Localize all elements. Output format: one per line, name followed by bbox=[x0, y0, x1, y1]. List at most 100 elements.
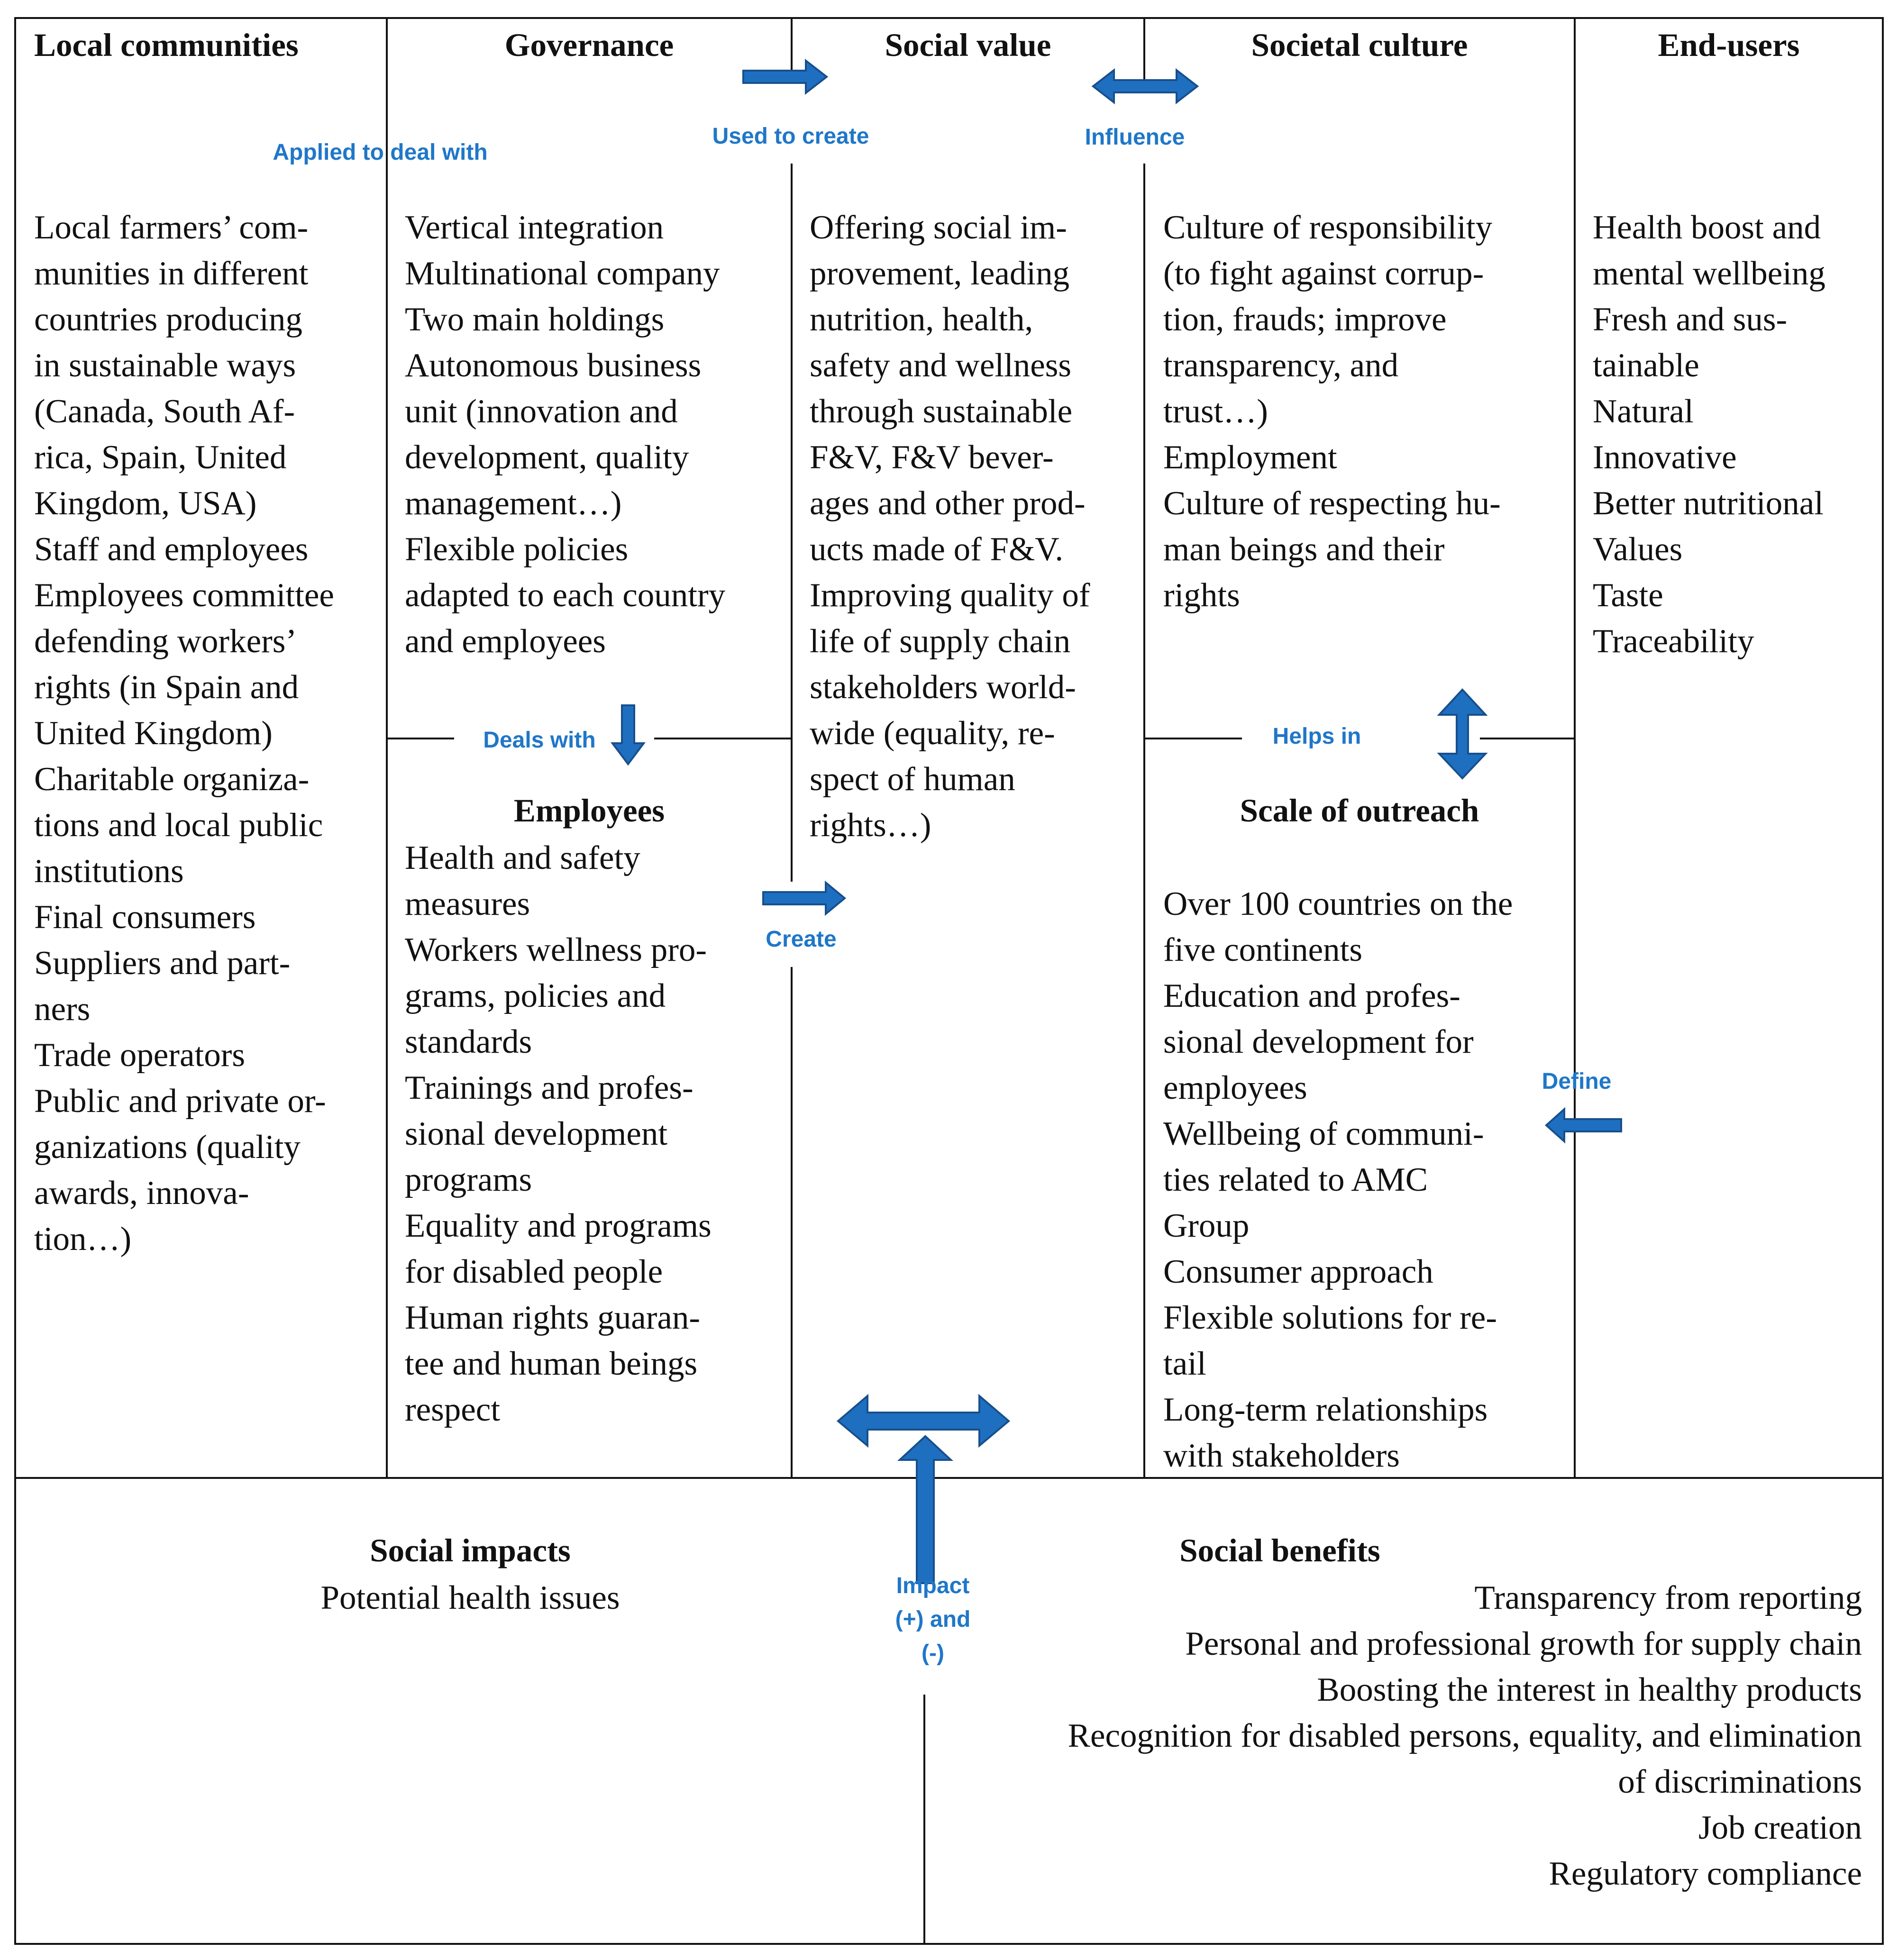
title-employees: Employees bbox=[513, 793, 665, 829]
text-line: ners bbox=[34, 991, 91, 1028]
text-line: of discriminations bbox=[1618, 1763, 1862, 1800]
text-line: Transparency from reporting bbox=[1474, 1579, 1862, 1616]
relation-applied-to-deal-with: Applied to deal with bbox=[273, 140, 488, 165]
arrow-social-value-to-benefits bbox=[836, 1394, 1011, 1448]
title-societal-culture: Societal culture bbox=[1251, 27, 1468, 63]
list-social-impacts: Potential health issues bbox=[237, 1575, 703, 1621]
list-scale-of-outreach: Over 100 countries on the five continents… bbox=[1163, 881, 1513, 1479]
relation-impact-2: (+) and bbox=[895, 1607, 971, 1632]
text-line: (to fight against corrup- bbox=[1163, 255, 1484, 292]
text-line: Human rights guaran- bbox=[405, 1299, 701, 1336]
text-line: Equality and programs bbox=[405, 1207, 712, 1244]
text-line: grams, policies and bbox=[405, 977, 666, 1014]
text-line: Health and safety bbox=[405, 839, 640, 876]
text-line: Taste bbox=[1593, 577, 1663, 614]
arrow-impact bbox=[897, 1435, 954, 1584]
text-line: ucts made of F&V. bbox=[810, 531, 1064, 568]
text-line: Employees committee bbox=[34, 577, 334, 614]
text-line: for disabled people bbox=[405, 1253, 663, 1290]
text-line: rights (in Spain and bbox=[34, 669, 299, 706]
text-line: munities in different bbox=[34, 255, 309, 292]
text-line: defending workers’ bbox=[34, 623, 297, 660]
text-line: Offering social im- bbox=[810, 209, 1067, 246]
text-line: Staff and employees bbox=[34, 531, 309, 568]
text-line: Health boost and bbox=[1593, 209, 1821, 246]
list-societal-culture: Culture of responsibility (to fight again… bbox=[1163, 205, 1501, 619]
text-line: Personal and professional growth for sup… bbox=[1185, 1625, 1862, 1662]
text-line: Long-term relationships bbox=[1163, 1391, 1488, 1428]
text-line: Boosting the interest in healthy product… bbox=[1317, 1671, 1862, 1708]
text-line: Trainings and profes- bbox=[405, 1069, 694, 1106]
text-line: five continents bbox=[1163, 931, 1362, 968]
text-line: trust…) bbox=[1163, 393, 1268, 430]
text-line: countries producing bbox=[34, 301, 302, 338]
text-line: provement, leading bbox=[810, 255, 1070, 292]
text-line: rights bbox=[1163, 577, 1240, 614]
text-line: Education and profes- bbox=[1163, 977, 1460, 1014]
text-line: rights…) bbox=[810, 807, 931, 844]
text-line: tail bbox=[1163, 1345, 1206, 1382]
text-line: Innovative bbox=[1593, 439, 1737, 476]
text-line: Fresh and sus- bbox=[1593, 301, 1788, 338]
text-line: Multinational company bbox=[405, 255, 720, 292]
text-line: respect bbox=[405, 1391, 501, 1428]
text-line: Improving quality of bbox=[810, 577, 1090, 614]
text-line: programs bbox=[405, 1161, 532, 1198]
text-line: Trade operators bbox=[34, 1037, 245, 1074]
text-line: Kingdom, USA) bbox=[34, 485, 257, 522]
text-line: Local farmers’ com- bbox=[34, 209, 309, 246]
frame-lines bbox=[14, 17, 1884, 1945]
relation-impact-1: Impact bbox=[896, 1573, 970, 1598]
text-line: Workers wellness pro- bbox=[405, 931, 707, 968]
text-line: adapted to each country bbox=[405, 577, 726, 614]
arrow-create bbox=[762, 880, 847, 916]
text-line: transparency, and bbox=[1163, 347, 1399, 384]
text-line: Employment bbox=[1163, 439, 1337, 476]
text-line: rica, Spain, United bbox=[34, 439, 287, 476]
title-governance: Governance bbox=[504, 27, 674, 63]
text-line: wide (equality, re- bbox=[810, 715, 1055, 752]
relation-deals-with: Deals with bbox=[483, 728, 596, 753]
text-line: ties related to AMC bbox=[1163, 1161, 1428, 1198]
text-line: Better nutritional bbox=[1593, 485, 1824, 522]
relation-define: Define bbox=[1542, 1069, 1612, 1094]
title-scale-of-outreach: Scale of outreach bbox=[1240, 793, 1479, 829]
text-line: man beings and their bbox=[1163, 531, 1445, 568]
text-line: nutrition, health, bbox=[810, 301, 1033, 338]
text-line: Culture of respecting hu- bbox=[1163, 485, 1501, 522]
text-line: Group bbox=[1163, 1207, 1250, 1244]
text-line: Regulatory compliance bbox=[1549, 1855, 1862, 1892]
text-line: with stakeholders bbox=[1163, 1437, 1400, 1474]
text-line: Traceability bbox=[1593, 623, 1754, 660]
text-line: tee and human beings bbox=[405, 1345, 698, 1382]
text-line: Natural bbox=[1593, 393, 1694, 430]
arrow-deals-with bbox=[611, 704, 646, 766]
arrow-shapes bbox=[611, 58, 1622, 1584]
title-social-impacts: Social impacts bbox=[370, 1532, 571, 1568]
text-line: Charitable organiza- bbox=[34, 761, 310, 798]
outer-border bbox=[14, 17, 1884, 1945]
text-line: Culture of responsibility bbox=[1163, 209, 1493, 246]
text-line: tion…) bbox=[34, 1221, 132, 1258]
text-line: awards, innova- bbox=[34, 1175, 249, 1212]
text-line: measures bbox=[405, 885, 530, 922]
text-line: standards bbox=[405, 1023, 532, 1060]
text-line: ganizations (quality bbox=[34, 1129, 301, 1166]
text-line: Recognition for disabled persons, equali… bbox=[1068, 1717, 1862, 1754]
text-line: tions and local public bbox=[34, 807, 323, 844]
text-line: Over 100 countries on the bbox=[1163, 885, 1513, 922]
text-line: Values bbox=[1593, 531, 1683, 568]
text-line: institutions bbox=[34, 853, 184, 890]
text-line: development, quality bbox=[405, 439, 689, 476]
relation-create: Create bbox=[766, 927, 837, 952]
text-line: Final consumers bbox=[34, 899, 256, 936]
text-line: Autonomous business bbox=[405, 347, 702, 384]
relation-impact-3: (-) bbox=[922, 1641, 944, 1666]
text-line: and employees bbox=[405, 623, 606, 660]
arrow-define bbox=[1545, 1107, 1622, 1144]
list-social-value: Offering social im-provement, leading nut… bbox=[810, 205, 1090, 848]
text-line: (Canada, South Af- bbox=[34, 393, 295, 430]
text-line: mental wellbeing bbox=[1593, 255, 1825, 292]
